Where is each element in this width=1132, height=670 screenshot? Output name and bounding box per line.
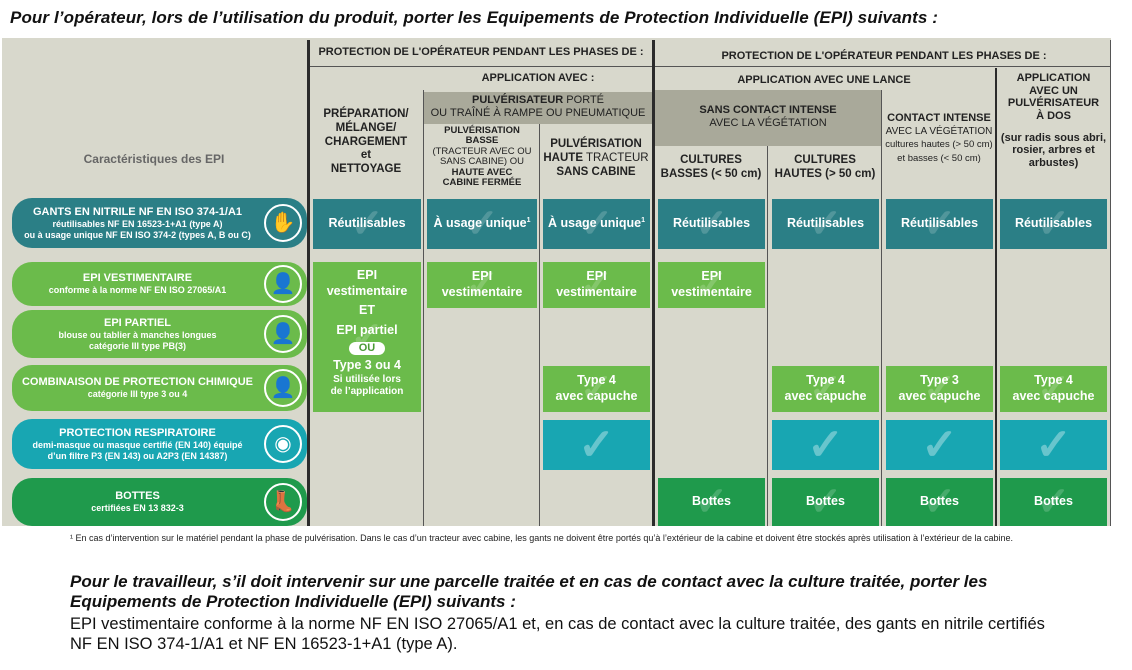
sans-contact-sub: AVEC LA VÉGÉTATION <box>709 117 827 130</box>
check-icon: ✓ <box>1035 420 1072 470</box>
pill-gants: GANTS EN NITRILE NF EN ISO 374-1/A1 réut… <box>12 198 307 248</box>
sans-contact-header: SANS CONTACT INTENSE AVEC LA VÉGÉTATION <box>656 104 880 130</box>
header-rule <box>655 66 1110 67</box>
separator <box>307 40 310 526</box>
sans-contact-title: SANS CONTACT INTENSE <box>699 104 837 116</box>
sans-contact-band <box>655 90 881 146</box>
header-rule <box>310 66 652 67</box>
cell-gants-cult-hautes: ✓Réutilisables <box>772 199 879 249</box>
cell-gants-contact: ✓Réutilisables <box>886 199 993 249</box>
cell-bottes-cult-basses: ✓Bottes <box>658 478 765 526</box>
pulverisateur-rest: PORTÉ <box>563 94 605 106</box>
cell-gants-prep: ✓Réutilisables <box>313 199 421 249</box>
intro-heading: Pour l’opérateur, lors de l’utilisation … <box>10 8 939 27</box>
hooded-suit-icon: 👤 <box>264 369 302 407</box>
gloves-icon: ✋ <box>264 204 302 242</box>
pill-epi-partiel: EPI PARTIEL blouse ou tablier à manches … <box>12 310 307 358</box>
col-contact-intense-header: CONTACT INTENSE AVEC LA VÉGÉTATION cultu… <box>885 112 993 164</box>
cell-bottes-dos: ✓Bottes <box>1000 478 1107 526</box>
pulverisateur-bold: PULVÉRISATEUR <box>471 94 564 106</box>
check-icon: ✓ <box>807 420 844 470</box>
pulverisateur-band <box>424 92 652 124</box>
pill-respiratoire: PROTECTION RESPIRATOIRE demi-masque ou m… <box>12 419 307 469</box>
apron-icon: 👤 <box>264 315 302 353</box>
group1-title: PROTECTION DE L'OPÉRATEUR PENDANT LES PH… <box>318 46 644 58</box>
caracteristiques-label: Caractéristiques des EPI <box>83 152 225 166</box>
ou-badge: OU <box>348 341 386 356</box>
pill-combinaison: COMBINAISON DE PROTECTION CHIMIQUE catég… <box>12 365 307 411</box>
mask-icon: ◉ <box>264 425 302 463</box>
separator <box>652 40 655 526</box>
footnote: ¹ En cas d’intervention sur le matériel … <box>70 533 1014 543</box>
check-icon: ✓ <box>578 420 615 470</box>
application-avec-header: APPLICATION AVEC : <box>481 72 595 84</box>
separator <box>1110 40 1111 526</box>
pulverisateur-header: PULVÉRISATEUR PORTÉ OU TRAÎNÉ À RAMPE OU… <box>426 94 650 120</box>
group2-title: PROTECTION DE L'OPÉRATEUR PENDANT LES PH… <box>721 50 1047 62</box>
pill-bottes: BOTTES certifiées EN 13 832-3 👢 <box>12 478 307 526</box>
boots-icon: 👢 <box>264 483 302 521</box>
cell-respiratoire-dos: ✓ <box>1000 420 1107 470</box>
application-lance-header: APPLICATION AVEC UNE LANCE <box>737 74 911 86</box>
cell-gants-dos: ✓Réutilisables <box>1000 199 1107 249</box>
cell-respiratoire-haute: ✓ <box>543 420 650 470</box>
cell-gants-basse: ✓À usage unique1 <box>427 199 537 249</box>
pill-epi-vestimentaire: EPI VESTIMENTAIRE conforme à la norme NF… <box>12 262 307 306</box>
cell-bottes-cult-hautes: ✓Bottes <box>772 478 879 526</box>
cell-vestimentaire-prep: ✓ EPI vestimentaire ET EPI partiel OU Ty… <box>313 262 421 412</box>
worker-heading: Pour le travailleur, s’il doit interveni… <box>70 572 988 612</box>
pulverisateur-line2: OU TRAÎNÉ À RAMPE OU PNEUMATIQUE <box>430 107 646 120</box>
separator <box>881 90 882 526</box>
separator <box>995 68 997 526</box>
separator <box>767 146 768 526</box>
separator <box>539 124 540 526</box>
cell-respiratoire-cult-hautes: ✓ <box>772 420 879 470</box>
cell-respiratoire-contact: ✓ <box>886 420 993 470</box>
cell-bottes-contact: ✓Bottes <box>886 478 993 526</box>
check-icon: ✓ <box>921 420 958 470</box>
cell-gants-cult-basses: ✓Réutilisables <box>658 199 765 249</box>
separator <box>423 90 424 526</box>
cell-gants-haute: ✓À usage unique1 <box>543 199 650 249</box>
worker-text: EPI vestimentaire conforme à la norme NF… <box>70 615 1045 654</box>
coverall-icon: 👤 <box>264 265 302 303</box>
